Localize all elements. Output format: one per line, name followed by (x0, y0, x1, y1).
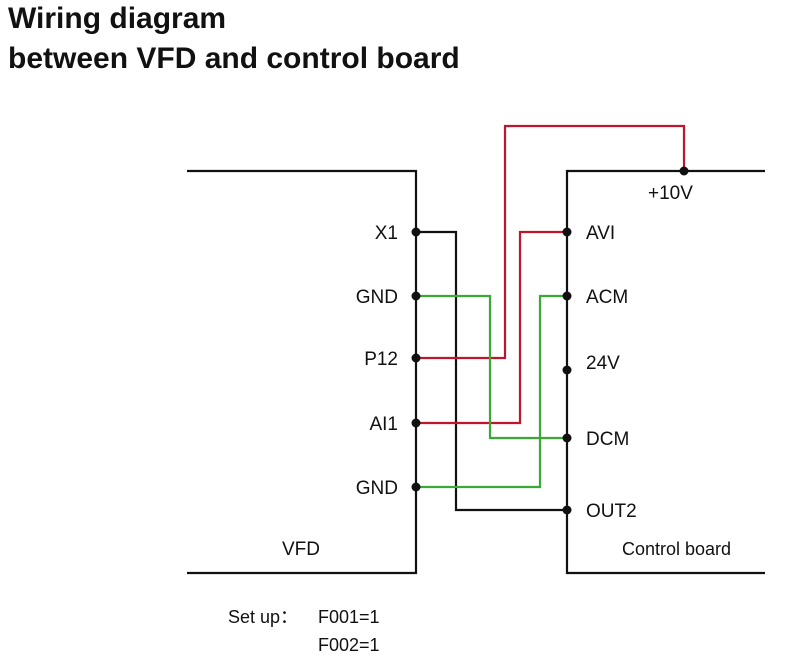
vfd-frame (187, 169, 418, 575)
terminal-dot-ai1 (411, 418, 421, 428)
wire-gnd-dcm (416, 294, 567, 440)
terminal-dot-gnd-1 (411, 291, 421, 301)
terminal-label-gnd-2: GND (356, 478, 398, 499)
title-line1: Wiring diagram (8, 2, 226, 35)
terminal-dot-x1 (411, 227, 421, 237)
wire-p12-10v (416, 124, 686, 360)
control-board-name: Control board (622, 539, 731, 559)
control-board-terminals: +10V AVI ACM 24V DCM OUT2 (562, 166, 693, 522)
vfd-name: VFD (282, 539, 320, 560)
terminal-label-10v: +10V (648, 183, 693, 204)
terminal-dot-10v (679, 166, 689, 176)
wire-ai1-avi (416, 230, 567, 425)
terminal-dot-avi (562, 227, 572, 237)
terminal-label-p12: P12 (364, 349, 398, 370)
terminal-dot-acm (562, 291, 572, 301)
terminal-label-dcm: DCM (586, 429, 629, 450)
terminal-label-acm: ACM (586, 287, 628, 308)
wires (416, 124, 686, 512)
vfd-terminals: X1 GND P12 AI1 GND (356, 223, 421, 499)
wire-gnd-acm (416, 294, 567, 489)
terminal-dot-dcm (562, 433, 572, 443)
setup-note: Set up： F001=1 F002=1 (228, 607, 380, 655)
terminal-dot-p12 (411, 353, 421, 363)
terminal-label-24v: 24V (586, 353, 620, 374)
terminal-label-ai1: AI1 (369, 414, 398, 435)
title-line2: between VFD and control board (8, 42, 460, 75)
terminal-label-x1: X1 (375, 223, 398, 244)
terminal-dot-gnd-2 (411, 482, 421, 492)
terminal-label-out2: OUT2 (586, 501, 637, 522)
terminal-label-avi: AVI (586, 223, 615, 244)
terminal-dot-out2 (562, 505, 572, 515)
setup-label: Set up： (228, 607, 298, 627)
terminal-dot-24v (562, 365, 572, 375)
setup-line2: F002=1 (318, 635, 380, 655)
setup-line1: F001=1 (318, 607, 380, 627)
vfd-block: VFD (187, 169, 418, 575)
wire-x1-out2 (416, 230, 567, 512)
terminal-label-gnd-1: GND (356, 287, 398, 308)
